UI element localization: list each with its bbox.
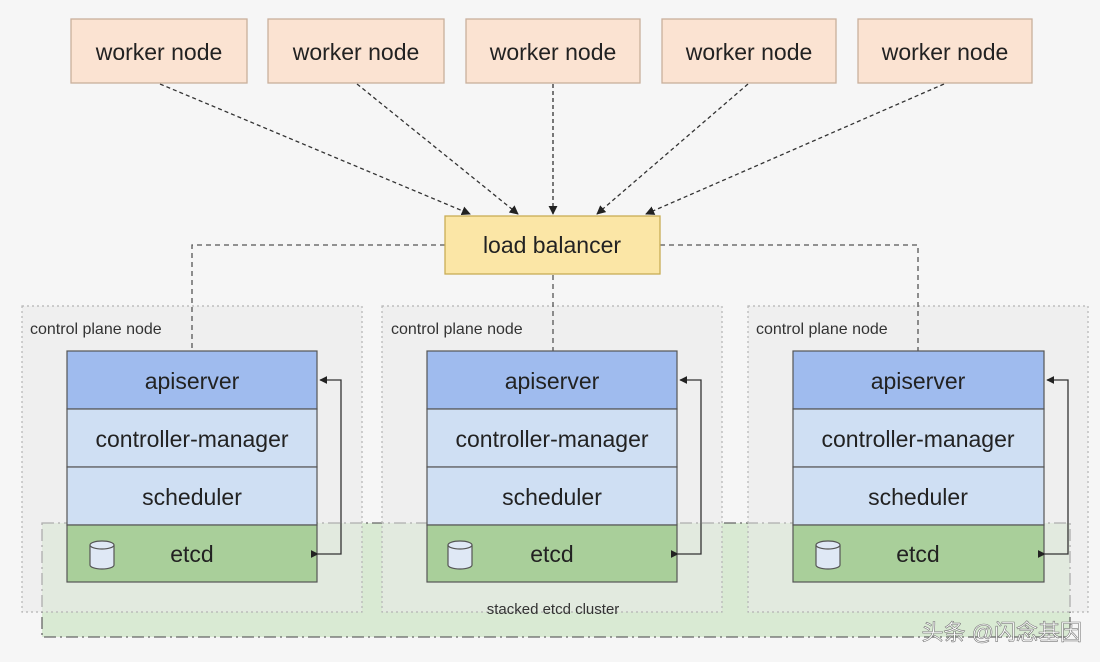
scheduler-label: scheduler (868, 484, 968, 510)
worker-node-5: worker node (857, 18, 1033, 84)
worker-node-label: worker node (881, 39, 1009, 65)
etcd-label: etcd (170, 541, 213, 567)
database-icon (447, 540, 473, 570)
controller-manager-label: controller-manager (455, 426, 648, 452)
database-icon (89, 540, 115, 570)
worker-node-label: worker node (95, 39, 223, 65)
worker-node-label: worker node (489, 39, 617, 65)
worker-node-1: worker node (70, 18, 248, 84)
scheduler-label: scheduler (142, 484, 242, 510)
worker-node-label: worker node (685, 39, 813, 65)
etcd-cluster-label: stacked etcd cluster (487, 601, 620, 618)
watermark-text: 头条 @闪念基因 (922, 620, 1082, 645)
scheduler-label: scheduler (502, 484, 602, 510)
control-plane-stack-2: apiserver controller-manager scheduler e… (426, 350, 702, 583)
worker-node-3: worker node (465, 18, 641, 84)
apiserver-label: apiserver (871, 368, 966, 394)
lb-to-apiserver-connectors (191, 244, 919, 352)
control-plane-title-2: control plane node (391, 321, 523, 338)
controller-manager-label: controller-manager (821, 426, 1014, 452)
control-plane-title-1: control plane node (30, 321, 162, 338)
controller-manager-label: controller-manager (95, 426, 288, 452)
etcd-label: etcd (896, 541, 939, 567)
worker-node-2: worker node (267, 18, 445, 84)
load-balancer-label: load balancer (483, 232, 621, 258)
database-icon (815, 540, 841, 570)
etcd-apiserver-link (310, 376, 342, 558)
load-balancer: load balancer (444, 215, 661, 275)
control-plane-stack-3: apiserver controller-manager scheduler e… (792, 350, 1069, 583)
apiserver-label: apiserver (145, 368, 240, 394)
control-plane-stack-1: apiserver controller-manager scheduler e… (66, 350, 342, 583)
etcd-apiserver-link (670, 376, 702, 558)
worker-node-4: worker node (661, 18, 837, 84)
etcd-label: etcd (530, 541, 573, 567)
etcd-apiserver-link (1037, 376, 1069, 558)
worker-node-label: worker node (292, 39, 420, 65)
worker-to-lb-arrows (159, 83, 945, 216)
apiserver-label: apiserver (505, 368, 600, 394)
control-plane-title-3: control plane node (756, 321, 888, 338)
